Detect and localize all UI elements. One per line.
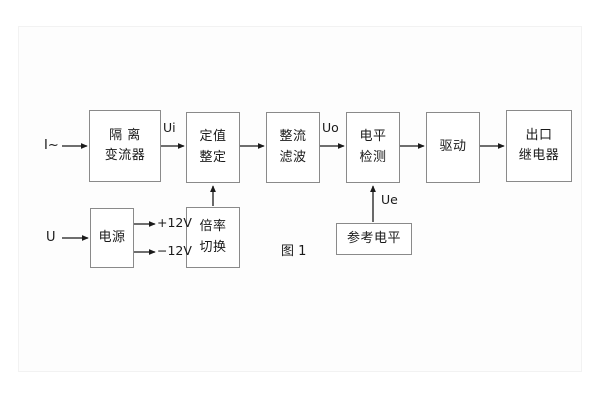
block-label-line: 隔 离 (109, 127, 141, 143)
block-label-line: 整流 (279, 129, 307, 145)
block-label-line: 驱动 (439, 139, 467, 155)
block-label-line: 继电器 (518, 148, 560, 163)
block-label-line: 检测 (359, 149, 387, 165)
block-isolation-transformer: 隔 离 变流器 (89, 110, 161, 182)
block-drive: 驱动 (426, 112, 480, 183)
signal-label-ui: Ui (163, 120, 176, 135)
input-label-current: I~ (44, 138, 59, 153)
signal-label-ue: Ue (381, 192, 398, 207)
block-multiplier-switch: 倍率 切换 (186, 207, 240, 268)
block-label-line: 切换 (199, 239, 227, 255)
block-label-line: 电平 (359, 129, 387, 145)
block-setting-value: 定值 整定 (186, 112, 240, 183)
figure-frame (18, 26, 582, 372)
block-power-supply: 电源 (90, 208, 134, 268)
supply-label-positive: +12V (157, 215, 192, 230)
signal-label-uo: Uo (322, 120, 339, 135)
block-label-line: 倍率 (199, 219, 227, 235)
block-label-line: 整定 (199, 149, 227, 165)
block-reference-level: 参考电平 (336, 223, 412, 255)
block-output-relay: 出口 继电器 (506, 110, 572, 182)
supply-label-negative: −12V (157, 243, 192, 258)
block-level-detection: 电平 检测 (346, 112, 400, 183)
block-label-line: 定值 (199, 129, 227, 145)
block-label-line: 变流器 (104, 148, 146, 163)
block-label-line: 电源 (98, 229, 126, 245)
block-rectify-filter: 整流 滤波 (266, 112, 320, 183)
figure-caption: 图 1 (281, 244, 307, 259)
block-label-line: 参考电平 (346, 230, 401, 246)
block-label-line: 出口 (525, 127, 553, 143)
input-label-voltage: U (46, 230, 56, 245)
block-label-line: 滤波 (279, 149, 307, 165)
